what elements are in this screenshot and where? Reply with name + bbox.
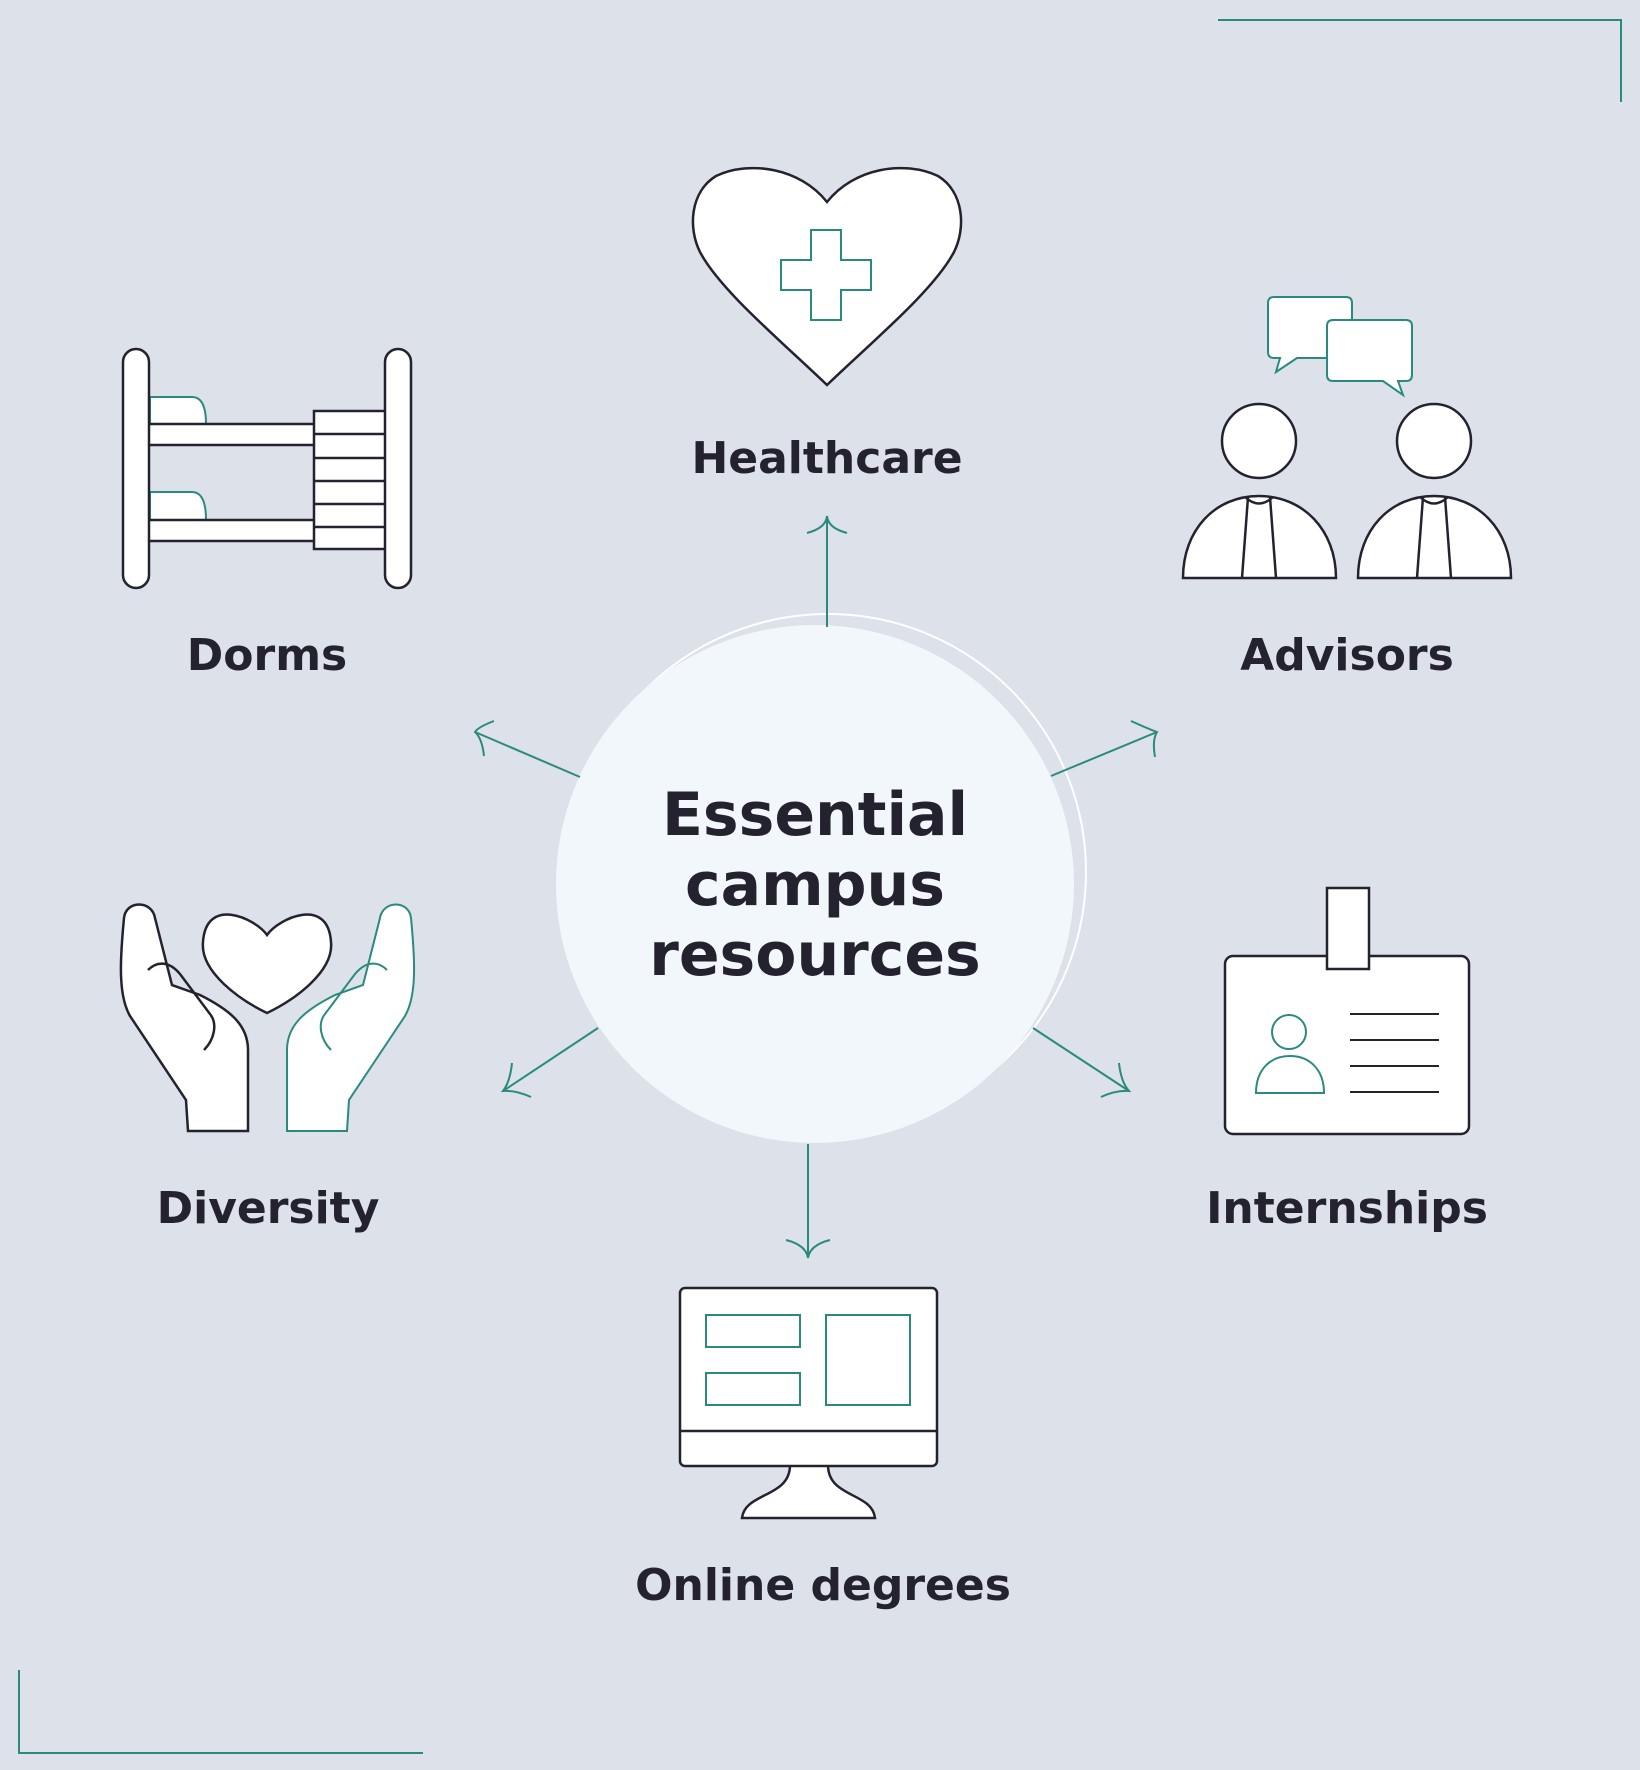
heart-cross-icon [691, 166, 963, 387]
arrow-to-healthcare [806, 515, 848, 627]
center-circle [556, 625, 1074, 1143]
arrow-to-internships [1032, 1027, 1132, 1098]
node-label-diversity: Diversity [156, 1183, 380, 1234]
bunk-bed-icon [121, 347, 413, 590]
arrow-to-dorms [473, 720, 581, 778]
center-title-line-2: campus [685, 850, 945, 920]
arrow-to-online-degrees [785, 1144, 831, 1259]
node-label-internships: Internships [1206, 1183, 1488, 1234]
center-title-line-3: resources [649, 920, 981, 990]
people-chat-icon [1181, 296, 1513, 580]
center-title-line-1: Essential [661, 780, 969, 850]
hands-heart-icon [119, 903, 416, 1133]
arrow-to-diversity [500, 1027, 599, 1098]
corner-bracket-bottom-left [18, 1670, 423, 1754]
node-label-healthcare: Healthcare [691, 433, 963, 484]
desktop-monitor-icon [678, 1286, 939, 1520]
node-label-advisors: Advisors [1240, 630, 1454, 681]
arrow-to-advisors [1050, 720, 1159, 777]
node-label-online-degrees: Online degrees [635, 1560, 1011, 1611]
id-badge-icon [1223, 886, 1471, 1136]
node-label-dorms: Dorms [186, 630, 348, 681]
corner-bracket-top-right [1218, 19, 1622, 102]
center-title: Essential campus resources [649, 780, 981, 990]
